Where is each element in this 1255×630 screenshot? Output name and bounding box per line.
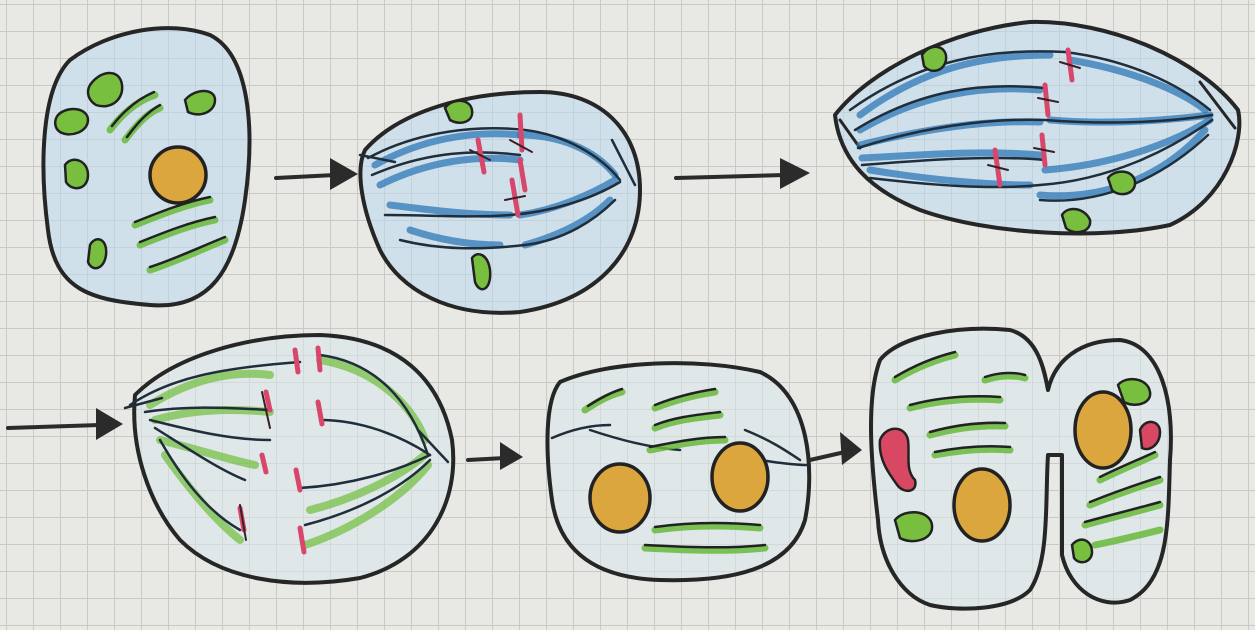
cell-5-telophase [547, 363, 809, 580]
arrow-2 [676, 158, 810, 189]
chloroplast [55, 109, 88, 134]
chloroplast [1108, 172, 1135, 195]
chloroplast [1072, 540, 1092, 563]
chloroplast [65, 160, 88, 188]
chloroplast [1062, 209, 1090, 232]
cell-6-cytokinesis [871, 329, 1171, 609]
cell-4-anaphase [125, 335, 453, 583]
nucleus [590, 464, 650, 532]
chloroplast [185, 91, 215, 114]
cell-1-interphase [43, 28, 249, 305]
chloroplast [1118, 379, 1150, 405]
arrow-1 [276, 158, 358, 190]
arrow-3 [8, 408, 123, 440]
nucleus [954, 469, 1010, 541]
arrow-5 [810, 432, 862, 465]
nucleus [712, 443, 768, 511]
chloroplast [472, 254, 490, 289]
chloroplast [922, 47, 946, 71]
nucleus [150, 147, 206, 203]
arrow-4 [468, 442, 523, 470]
chloroplast [88, 239, 106, 268]
cell-2-prometaphase [360, 92, 640, 313]
cell-3-metaphase [835, 22, 1239, 234]
chloroplast [445, 101, 472, 123]
nucleus [1075, 392, 1131, 468]
chloroplast [895, 512, 932, 541]
